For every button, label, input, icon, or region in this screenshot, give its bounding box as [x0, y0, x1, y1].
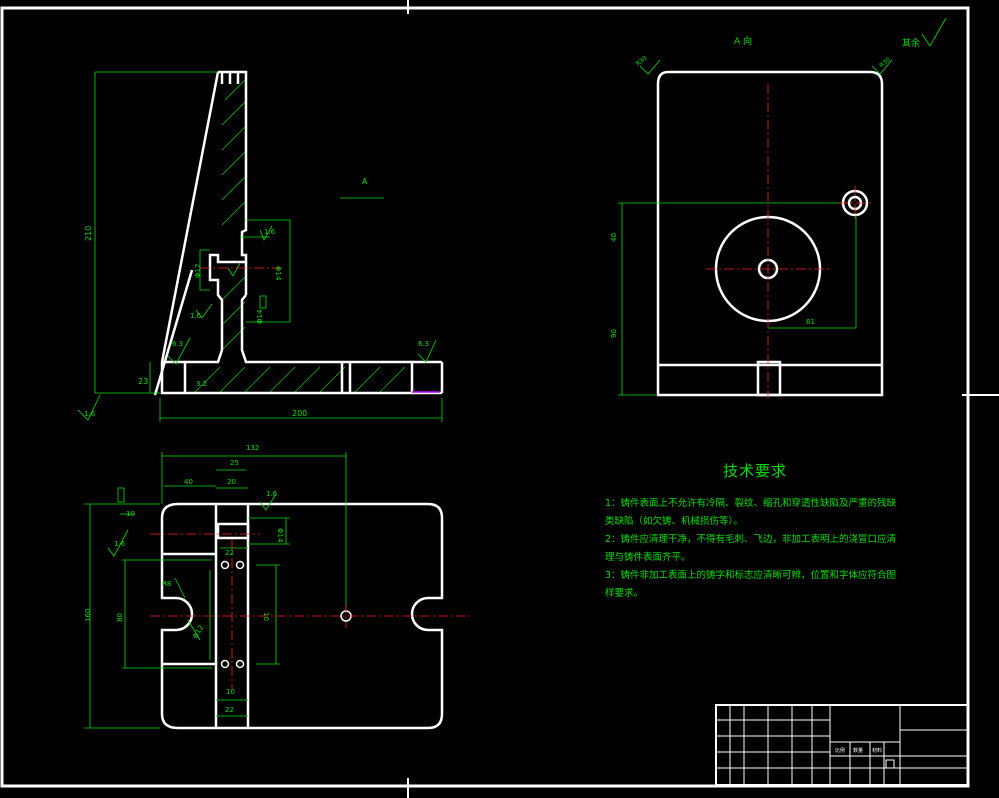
side-view-dimensions	[618, 17, 947, 396]
top-dim-25: 25	[230, 459, 239, 467]
section-label: A	[362, 177, 368, 186]
roughness-front-6: 3.2	[196, 380, 207, 388]
top-dim-22b: 22	[225, 706, 234, 714]
roughness-top-2: 1.6	[266, 490, 278, 498]
rest-roughness-label: 其余	[902, 37, 920, 49]
front-view-dimensions	[77, 71, 443, 422]
top-dim-dia12: Φ12	[191, 624, 205, 640]
side-dim-90: 90	[610, 329, 618, 338]
side-view-outline	[656, 70, 884, 397]
title-scale-label: 比例	[835, 747, 845, 754]
roughness-front-4: 6.3	[172, 340, 183, 348]
side-view-centerlines	[706, 84, 872, 398]
requirement-item-2: 2：铸件应清理干净，不得有毛刺、飞边，非加工表明上的浇冒口应清理与铸件表面齐平。	[605, 534, 897, 563]
roughness-front-3: 1.6	[84, 410, 96, 418]
hole-dia-2-dim: Φ14	[274, 266, 282, 281]
title-qty-label: 数量	[853, 747, 863, 754]
view-label: A 向	[734, 35, 752, 47]
small-dia-dim: Φ14	[256, 309, 264, 324]
roughness-front-1: 1.6	[264, 228, 276, 236]
roughness-top-1: 1.6	[114, 540, 126, 548]
front-view-hatch	[194, 79, 406, 393]
top-dim-10b: 10	[226, 688, 235, 696]
top-dim-40: 40	[184, 478, 193, 486]
side-dim-61: 61	[806, 318, 815, 326]
top-dim-160: 160	[84, 609, 92, 622]
top-dim-22a: 22	[225, 549, 234, 557]
roughness-front-5: 6.3	[418, 340, 429, 348]
top-dim-80: 80	[116, 613, 124, 622]
front-base-dim: 200	[292, 409, 307, 418]
top-dim-r8: R8	[162, 580, 171, 588]
title-material-label: 材料	[872, 747, 882, 754]
top-view-holes	[220, 560, 352, 669]
requirement-item-3: 3：铸件非加工表面上的铸字和标志应清晰可辨，位置和字体应符合图样要求。	[605, 570, 897, 599]
roughness-front-2: 1.6	[190, 312, 202, 320]
title-block	[715, 704, 969, 786]
border-tick-marks	[407, 0, 999, 798]
requirements-title: 技术要求	[722, 462, 787, 480]
side-dim-40: 40	[610, 233, 618, 242]
hole-dia-1-dim: Φ12	[194, 264, 202, 278]
front-thickness-dim: 23	[138, 377, 148, 386]
top-view-centerlines	[150, 533, 470, 690]
side-roughness-left: R30	[635, 55, 649, 68]
drawing-border	[0, 6, 970, 788]
side-roughness-right: R30	[878, 56, 892, 69]
top-dim-132: 132	[246, 444, 259, 452]
top-dim-dia14: Φ14	[276, 528, 284, 543]
top-view-dimensions	[84, 452, 347, 729]
top-dim-10c: 10	[262, 612, 270, 621]
top-dim-10a: 10	[126, 510, 135, 518]
technical-requirements: 技术要求 1：铸件表面上不允许有冷隔、裂纹、缩孔和穿透性缺陷及严重的残缺类缺陷（…	[605, 460, 905, 603]
front-view-outline	[153, 70, 444, 396]
top-dim-20: 20	[227, 478, 236, 486]
front-height-dim: 210	[84, 226, 93, 241]
requirement-item-1: 1：铸件表面上不允许有冷隔、裂纹、缩孔和穿透性缺陷及严重的残缺类缺陷（如欠铸、机…	[605, 498, 897, 527]
